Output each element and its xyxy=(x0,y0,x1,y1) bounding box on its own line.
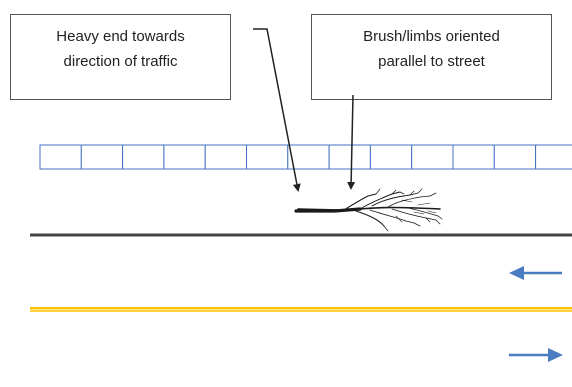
sidewalk-segment xyxy=(163,144,206,170)
callout-brush-line1: Brush/limbs oriented xyxy=(363,28,500,45)
sidewalk-segment xyxy=(287,144,330,170)
sidewalk-segment xyxy=(535,144,572,170)
sidewalk-segment xyxy=(328,144,371,170)
callout-brush-orientation: Brush/limbs oriented parallel to street xyxy=(311,14,552,100)
callout-brush-line2: parallel to street xyxy=(378,53,485,70)
sidewalk-segment xyxy=(122,144,165,170)
sidewalk-segment xyxy=(369,144,413,170)
callout-heavy-end-line2: direction of traffic xyxy=(63,53,178,70)
arrow-right-icon xyxy=(509,348,563,362)
callout-heavy-end: Heavy end towards direction of traffic xyxy=(10,14,231,100)
sidewalk-segment xyxy=(411,144,454,170)
sidewalk-segment xyxy=(246,144,289,170)
sidewalk-segment xyxy=(39,144,82,170)
sidewalk-segment xyxy=(80,144,124,170)
sidewalk xyxy=(39,144,572,170)
callout-heavy-end-line1: Heavy end towards xyxy=(56,28,185,45)
sidewalk-segment xyxy=(452,144,495,170)
leader-line-heavy-end xyxy=(253,28,301,192)
arrow-left-icon xyxy=(509,266,562,280)
sidewalk-segment xyxy=(493,144,537,170)
sidewalk-segment xyxy=(204,144,247,170)
branch-icon xyxy=(294,188,443,232)
leader-line-brush xyxy=(347,94,356,190)
center-line xyxy=(30,307,572,312)
